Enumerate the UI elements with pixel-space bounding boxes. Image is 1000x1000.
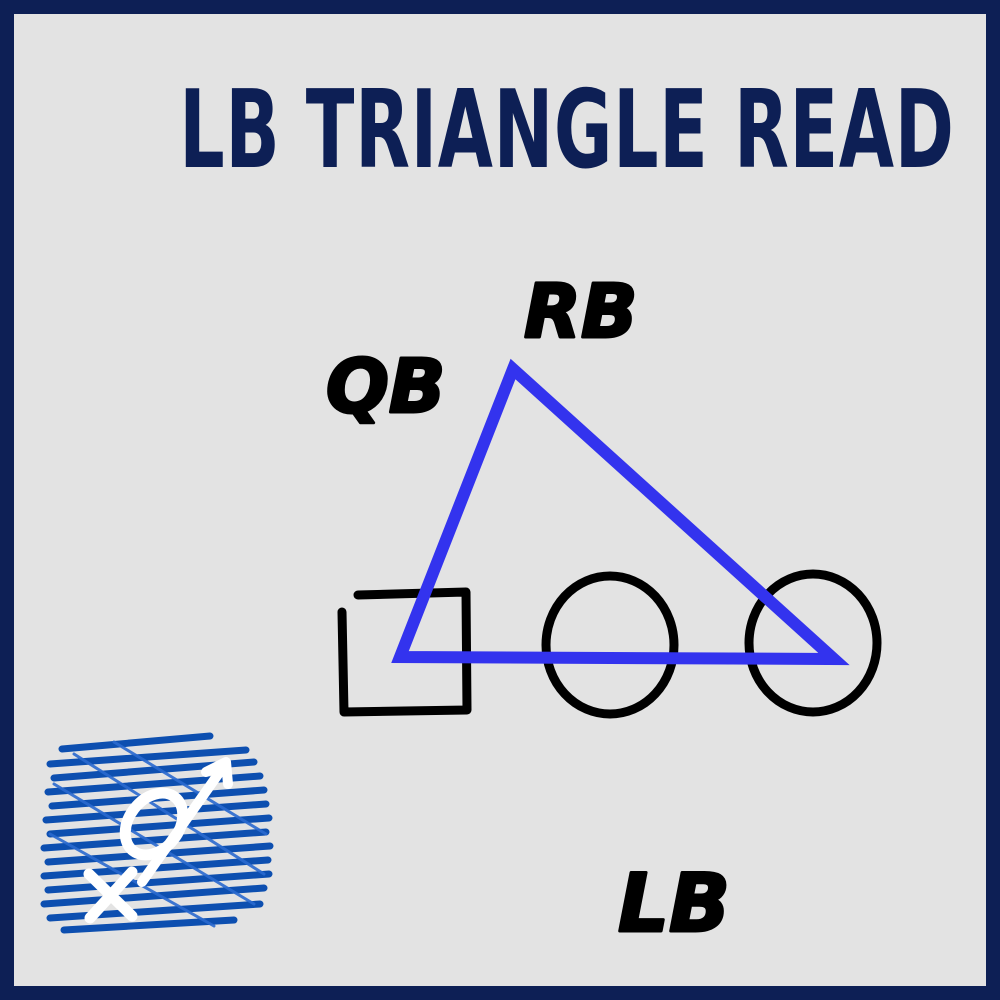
xo-arrow-logo (40, 732, 274, 934)
logo-arrow-mark (137, 761, 229, 887)
diagram-frame: LB TRIANGLE READ QB RB LB (14, 14, 986, 986)
lb-label: LB (618, 857, 730, 950)
tackle-circle-symbol (744, 569, 882, 717)
play-diagram: QB RB LB (40, 268, 882, 952)
logo-x-mark (83, 866, 138, 924)
qb-label: QB (326, 344, 445, 430)
guard-circle-symbol (541, 571, 679, 719)
read-triangle (391, 358, 850, 666)
rb-label: RB (524, 269, 637, 355)
